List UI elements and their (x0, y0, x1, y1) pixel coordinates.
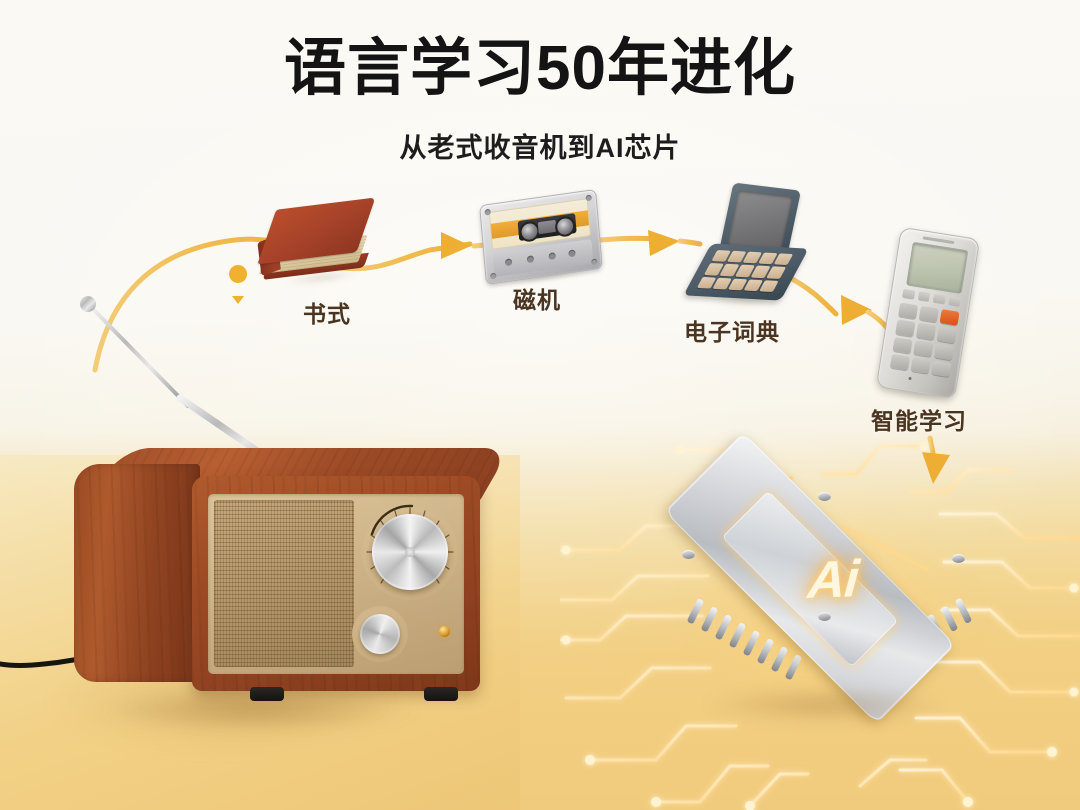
volume-knob[interactable] (360, 614, 400, 654)
pda-key (931, 360, 952, 378)
page-subtitle: 从老式收音机到AI芯片 (399, 133, 681, 163)
indicator-led (439, 626, 450, 637)
radio-side-panel (74, 464, 200, 682)
radio-front-panel (192, 476, 480, 701)
pda-screen (906, 241, 969, 294)
cassette-shell (479, 188, 603, 286)
pda-key (910, 356, 931, 374)
timeline-label-pda: 智能学习 (871, 408, 967, 434)
pda-soft-key (947, 296, 961, 307)
radio-control-panel (208, 494, 464, 674)
pda-soft-key (932, 293, 946, 305)
page-title: 语言学习50年进化 (284, 34, 796, 103)
cassette-hole (548, 252, 556, 261)
pda-soft-key (917, 291, 931, 302)
pda-key (916, 322, 937, 340)
cassette-window (517, 213, 577, 243)
chip-screw (818, 612, 831, 621)
dictionary-screen (727, 190, 793, 251)
pda-key (892, 336, 913, 354)
pda-key (936, 326, 957, 344)
timeline-label-cassette: 磁机 (513, 287, 561, 313)
chip-screw (952, 554, 965, 563)
pda-key (889, 353, 910, 371)
cassette-tape-spool (537, 219, 557, 235)
radio-foot (424, 687, 458, 701)
pda-soft-key (902, 288, 915, 300)
book-icon (253, 196, 380, 292)
pda-key (895, 319, 916, 337)
cassette-tape-icon (479, 188, 604, 291)
chip-screw (682, 550, 695, 559)
cassette-reel-right (554, 215, 576, 238)
radio-foot (250, 687, 284, 701)
wood-grain-texture (74, 464, 200, 682)
electronic-dictionary-icon (683, 182, 809, 308)
speaker-grille (214, 500, 354, 667)
pda-key (913, 339, 934, 357)
chip-package: Ai (660, 432, 1000, 724)
cassette-hole (504, 258, 513, 267)
pda-key-accent (939, 309, 960, 326)
radio-cabinet (70, 448, 511, 701)
chip-shadow (656, 680, 996, 730)
timeline-label-dictionary: 电子词典 (684, 319, 780, 345)
ai-logo-text: Ai (805, 550, 861, 610)
cassette-screw (585, 194, 592, 202)
cassette-screw (591, 258, 598, 266)
pda-mic-dot (908, 376, 912, 381)
ai-chip: Ai (560, 430, 1080, 810)
chip-screw (818, 492, 831, 501)
pda-key (934, 343, 955, 361)
pda-key (898, 302, 919, 320)
cassette-hole (526, 255, 535, 264)
cassette-hole (568, 249, 576, 258)
vintage-radio (0, 280, 511, 740)
tuning-knob[interactable] (372, 514, 448, 590)
timeline-label-book: 书式 (303, 301, 351, 327)
pda-speaker (922, 236, 955, 245)
cassette-screw (490, 272, 497, 280)
pda-key (918, 305, 939, 323)
pda-keypad (889, 302, 960, 378)
